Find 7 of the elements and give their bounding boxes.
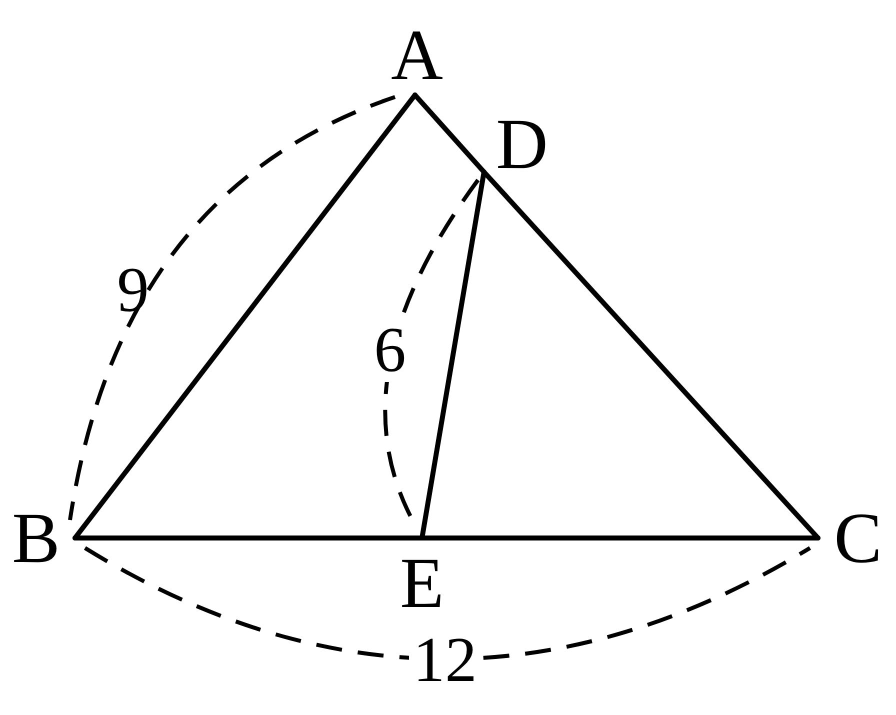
line-segment [420, 536, 820, 540]
point-label: B [12, 502, 60, 574]
line-segment [412, 92, 486, 174]
point-label: D [496, 108, 548, 180]
point-label: E [400, 547, 444, 619]
point-label: A [391, 19, 443, 91]
point-label: C [834, 502, 882, 574]
